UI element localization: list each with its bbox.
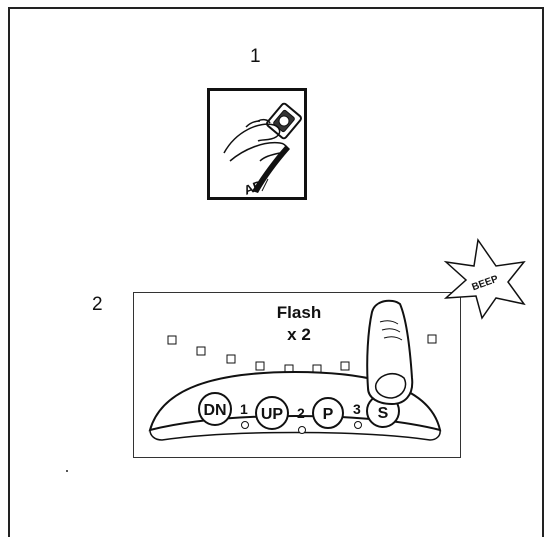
step-2-number: 2 (92, 294, 103, 315)
led-square (427, 334, 437, 344)
led-1-indicator (241, 421, 249, 429)
hand-holding-remote-icon: AP (223, 102, 302, 198)
led-square (226, 354, 236, 364)
dn-button[interactable]: DN (198, 392, 232, 426)
led-square (196, 346, 206, 356)
led-label-2: 2 (297, 405, 305, 421)
up-button[interactable]: UP (255, 396, 289, 430)
dn-button-label: DN (203, 402, 226, 419)
p-button[interactable]: P (312, 397, 344, 429)
flash-instruction: Flash x 2 (264, 302, 334, 346)
led-square (340, 361, 350, 371)
s-button-label: S (378, 405, 389, 422)
led-label-1: 1 (240, 401, 248, 417)
stray-mark (66, 470, 68, 472)
keypad-band-bottom (149, 429, 441, 441)
led-square (255, 361, 265, 371)
up-button-label: UP (261, 406, 284, 423)
step-1-number: 1 (250, 46, 261, 67)
p-button-label: P (323, 406, 334, 423)
led-square (167, 335, 177, 345)
led-3-indicator (354, 421, 362, 429)
remote-in-hand-icon: AP (207, 88, 307, 200)
led-label-3: 3 (353, 401, 361, 417)
finger-pressing-icon (366, 299, 414, 406)
flash-label: Flash (276, 303, 322, 322)
beep-burst-icon: BEEP (443, 238, 526, 320)
diagram-frame (8, 7, 544, 537)
flash-count: x 2 (287, 325, 311, 344)
led-2-indicator (298, 426, 306, 434)
svg-text:AP: AP (242, 177, 264, 197)
